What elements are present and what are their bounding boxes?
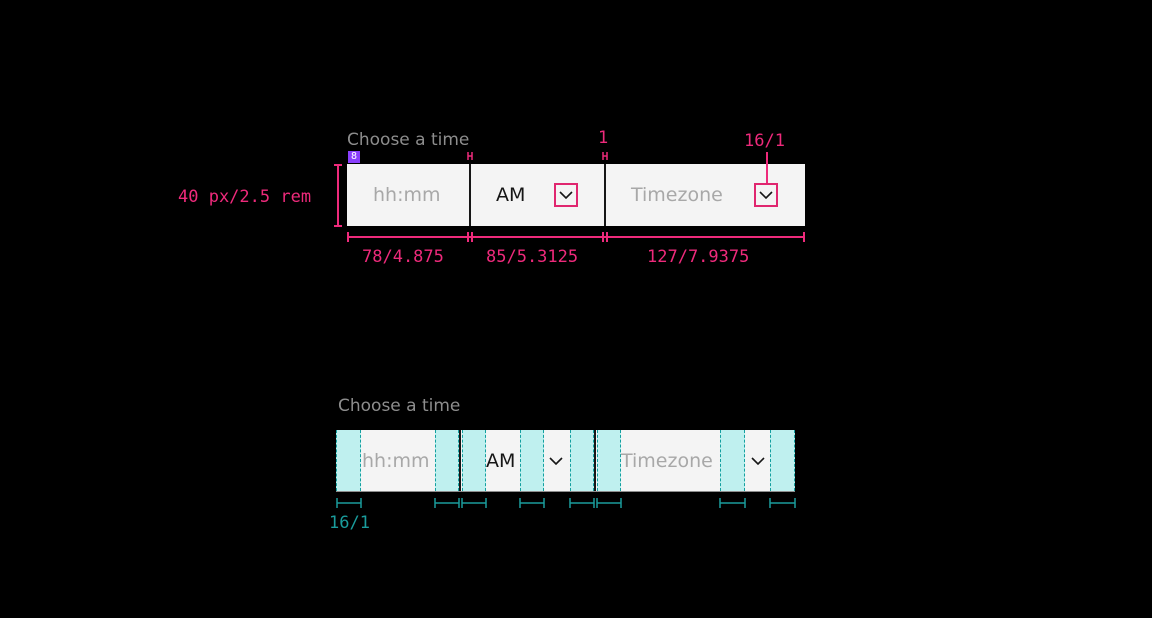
padding-region: [336, 430, 361, 491]
divider: [459, 430, 461, 491]
spacing-badge: 8: [348, 151, 360, 163]
top-timezone-select[interactable]: Timezone: [606, 164, 805, 226]
bottom-field-label: Choose a time: [338, 396, 461, 416]
icon-size-annotation: 16/1: [744, 131, 785, 151]
padding-region: [597, 430, 621, 491]
top-field-label: Choose a time: [347, 130, 470, 150]
divider: [604, 164, 606, 226]
top-time-input[interactable]: hh:mm: [347, 164, 470, 226]
top-annotation-lines: [334, 152, 805, 242]
timezone-select-placeholder: Timezone: [631, 184, 723, 206]
timezone-width-annotation: 127/7.9375: [647, 247, 750, 267]
padding-region: [570, 430, 594, 491]
divider-width-annotation: 1: [598, 128, 609, 148]
timezone-select-placeholder: Timezone: [621, 449, 713, 472]
padding-region: [770, 430, 795, 491]
bottom-time-picker: hh:mm AM Timezone: [336, 430, 795, 492]
chevron-down-icon[interactable]: [754, 183, 778, 207]
time-width-annotation: 78/4.875: [362, 247, 444, 267]
bottom-timezone-select[interactable]: Timezone: [621, 430, 721, 491]
chevron-down-icon[interactable]: [746, 449, 770, 473]
time-input-placeholder: hh:mm: [362, 449, 430, 472]
top-time-picker: hh:mm AM Timezone: [347, 164, 805, 226]
chevron-down-icon[interactable]: [554, 183, 578, 207]
time-input-placeholder: hh:mm: [373, 184, 441, 206]
bottom-period-select[interactable]: AM: [486, 430, 526, 491]
padding-region: [462, 430, 486, 491]
period-select-value: AM: [496, 184, 526, 206]
height-annotation: 40 px/2.5 rem: [178, 187, 312, 207]
padding-region: [520, 430, 544, 491]
padding-annotation: 16/1: [329, 513, 370, 533]
padding-region: [720, 430, 745, 491]
bottom-time-input[interactable]: hh:mm: [362, 430, 436, 491]
divider: [594, 430, 596, 491]
chevron-down-icon[interactable]: [544, 449, 568, 473]
divider: [469, 164, 471, 226]
padding-region: [435, 430, 459, 491]
top-period-select[interactable]: AM: [471, 164, 605, 226]
padding-markers: [336, 498, 796, 508]
period-select-value: AM: [486, 449, 516, 472]
period-width-annotation: 85/5.3125: [486, 247, 579, 267]
